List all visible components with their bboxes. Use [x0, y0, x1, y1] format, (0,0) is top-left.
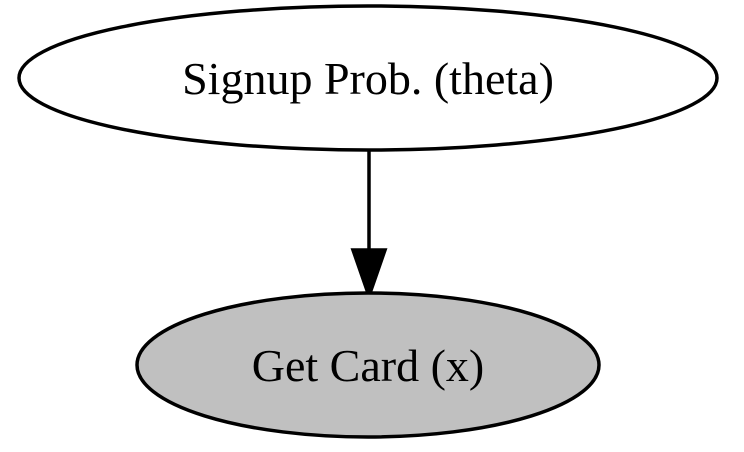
node-theta-ellipse: [17, 4, 719, 152]
arrowhead-icon: [350, 248, 388, 302]
node-get-card-x: Get Card (x): [135, 291, 601, 439]
node-x-label: Get Card (x): [252, 340, 484, 391]
node-signup-prob-theta: Signup Prob. (theta): [17, 4, 719, 152]
node-theta-label: Signup Prob. (theta): [182, 53, 554, 104]
node-x-ellipse: [135, 291, 601, 439]
edge-theta-to-x: [350, 151, 388, 302]
